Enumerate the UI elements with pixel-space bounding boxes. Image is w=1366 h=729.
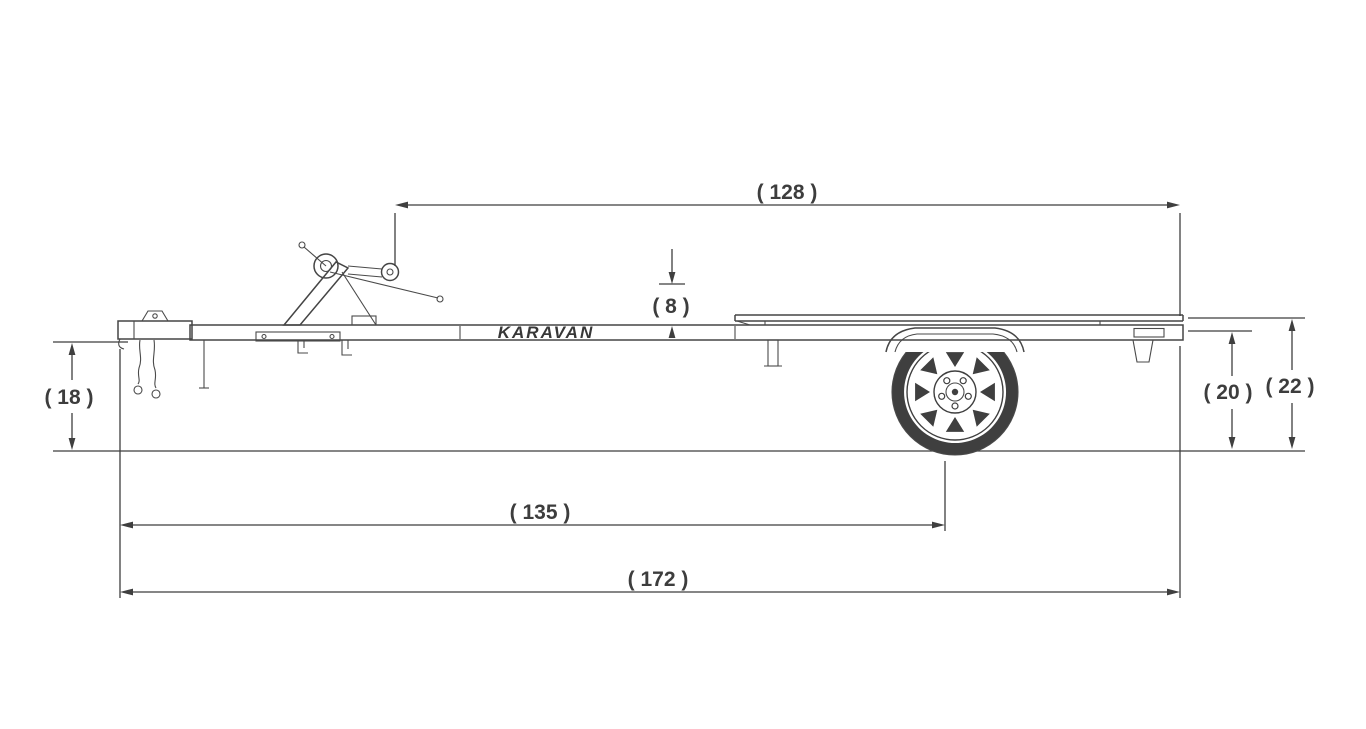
hub-cap [945, 382, 965, 402]
dimension-172: ( 172 ) [120, 346, 1181, 598]
dimension-label-128: ( 128 ) [757, 181, 818, 204]
safety-chains [133, 339, 161, 399]
winch-handle [329, 271, 439, 299]
bunk-bracket [767, 339, 779, 367]
dimension-128: ( 128 ) [394, 181, 1181, 316]
dimension-label-172: ( 172 ) [628, 568, 689, 591]
arrow-right-icon [1167, 201, 1180, 209]
rear-bracket [1132, 339, 1154, 363]
dimension-label-8: ( 8 ) [652, 295, 689, 318]
arrow-down-icon [1228, 437, 1236, 449]
arrow-down-icon [668, 272, 676, 284]
dimension-label-18: ( 18 ) [44, 386, 93, 409]
arrow-down-icon [68, 438, 76, 450]
winch-post [282, 261, 350, 326]
arrow-up-icon [1228, 332, 1236, 344]
trailer-frame: KARAVAN [117, 241, 1184, 399]
dimension-18: ( 18 ) [44, 341, 128, 450]
arrow-up-icon [68, 343, 76, 355]
rear-light [1133, 327, 1165, 338]
jack-rod [199, 340, 209, 389]
bunk-rail [734, 314, 1184, 326]
main-beam [189, 324, 1184, 341]
beam-hardware [255, 315, 1165, 367]
dimension-label-22: ( 22 ) [1265, 375, 1314, 398]
bow-roller [380, 262, 400, 282]
arrow-right-icon [932, 521, 945, 529]
dimension-22: ( 22 ) [1188, 317, 1315, 449]
winch-crank [303, 246, 327, 267]
dimension-8: ( 8 ) [652, 249, 690, 338]
arrow-left-icon [120, 588, 133, 596]
winch-assembly [282, 241, 444, 326]
dimension-label-20: ( 20 ) [1203, 381, 1252, 404]
winch-drum [313, 253, 339, 279]
brand-logo: KARAVAN [498, 323, 594, 342]
arrow-right-icon [1167, 588, 1180, 596]
arrow-left-icon [120, 521, 133, 529]
dimension-20: ( 20 ) [1188, 330, 1253, 449]
dimension-135: ( 135 ) [119, 349, 946, 598]
lug-nuts [938, 377, 972, 410]
hub-center [951, 388, 959, 396]
arrow-left-icon [395, 201, 408, 209]
coupler [117, 310, 193, 350]
winch-post-strut [341, 271, 377, 326]
arrow-up-icon [668, 326, 676, 338]
dimension-label-135: ( 135 ) [510, 501, 571, 524]
rim-spokes [915, 352, 995, 432]
arrow-down-icon [1288, 437, 1296, 449]
arrow-up-icon [1288, 319, 1296, 331]
wheel [891, 328, 1019, 456]
